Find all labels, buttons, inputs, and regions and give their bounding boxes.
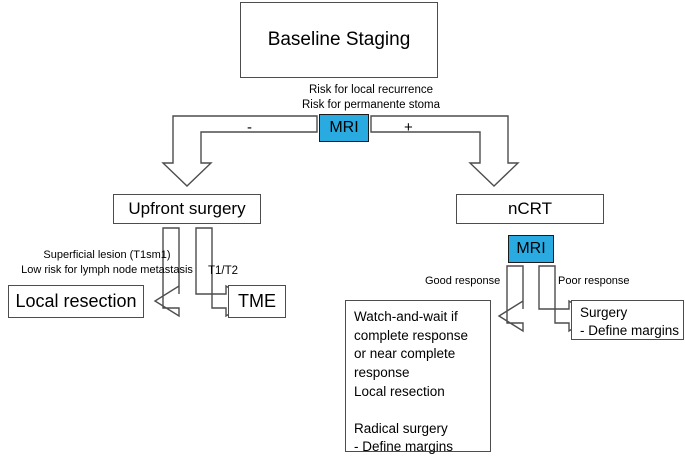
edge-label-t1-t2: T1/T2: [208, 265, 239, 277]
node-local-resection-label: Local resection: [15, 290, 137, 311]
edge-label-minus: -: [247, 119, 252, 136]
edge-label-superficial-lesion: Superficial lesion (T1sm1) Low risk for …: [21, 249, 193, 276]
arrow-upfront-to-local-resection: [153, 227, 180, 318]
node-upfront-surgery-label: Upfront surgery: [128, 198, 246, 218]
node-ncrt-label: nCRT: [507, 198, 553, 218]
arrow-good-response: [497, 265, 524, 333]
node-baseline-staging-label: Baseline Staging: [267, 28, 411, 50]
node-surgery-define-margins-label: Surgery - Define margins: [580, 305, 680, 338]
decision-mri-baseline[interactable]: MRI: [319, 114, 369, 142]
node-upfront-surgery[interactable]: Upfront surgery: [113, 194, 261, 224]
node-surgery-define-margins[interactable]: Surgery - Define margins: [571, 300, 684, 340]
arrow-mri-negative: [161, 115, 318, 187]
edge-label-good-response: Good response: [425, 275, 501, 287]
node-watch-and-wait-label: Watch-and-wait if complete response or n…: [354, 309, 469, 455]
node-ncrt[interactable]: nCRT: [456, 194, 604, 224]
node-local-resection[interactable]: Local resection: [8, 285, 144, 318]
edge-label-plus: +: [404, 119, 413, 136]
node-tme[interactable]: TME: [228, 285, 286, 318]
decision-mri-ncrt-label: MRI: [516, 240, 546, 257]
decision-mri-baseline-label: MRI: [329, 119, 359, 136]
node-watch-and-wait[interactable]: Watch-and-wait if complete response or n…: [345, 300, 491, 454]
risk-criteria-text: Risk for local recurrence Risk for perma…: [301, 84, 441, 111]
decision-mri-ncrt[interactable]: MRI: [508, 235, 554, 263]
edge-label-poor-response: Poor response: [558, 275, 630, 287]
arrow-mri-positive: [370, 115, 520, 187]
node-baseline-staging[interactable]: Baseline Staging: [240, 2, 438, 78]
node-tme-label: TME: [238, 290, 276, 311]
